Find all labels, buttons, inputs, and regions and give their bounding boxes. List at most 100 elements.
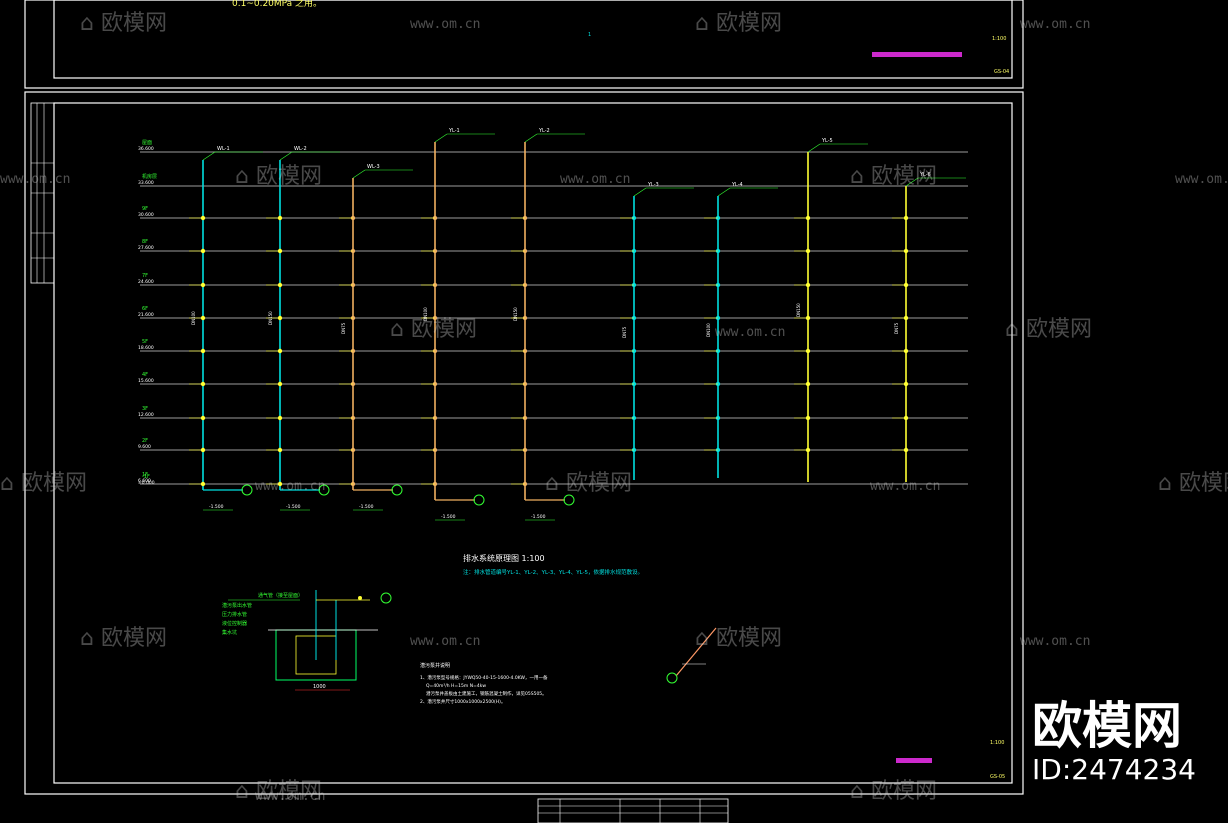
pit-note-2: Q=40m³/h H=15m N=4kw <box>426 683 486 689</box>
outlet-symbol <box>391 484 403 496</box>
watermark-url: www.om.cn <box>560 172 630 187</box>
outlet-elevation: -1.500 <box>531 514 546 520</box>
watermark-url: www.om.cn <box>410 634 480 649</box>
floor-elevation: 15.600 <box>138 378 154 384</box>
outlet-elevation: -1.500 <box>209 504 224 510</box>
system-title: 排水系统原理图 1:100 <box>463 553 545 563</box>
floor-label: 1F <box>142 472 148 478</box>
floor-elevation: 6.600 <box>138 478 151 484</box>
pipe-dn: DN75 <box>341 322 346 334</box>
outlet-symbol <box>241 484 253 496</box>
riser-label: WL-3 <box>367 164 380 170</box>
pipe-dn: DN150 <box>513 307 518 321</box>
outlet-symbol <box>318 484 330 496</box>
riser-label: YL-4 <box>731 182 743 188</box>
floor-label: 5F <box>142 339 148 345</box>
watermark-url: www.om.cn <box>1020 634 1090 649</box>
floor-label: -1F <box>142 474 150 480</box>
watermark-brand: ⌂ 欧模网 <box>545 471 632 496</box>
pit-detail: 1000 通气管（接至屋面） 潜污泵出水管 压力排水管 液位控制器 集水坑 <box>222 590 392 691</box>
pit-notes: 潜污泵井说明 1、潜污泵型号规格：JYWQ50-40-15-1600-4.0KW… <box>420 662 548 705</box>
pit-note-3: 潜污泵井盖板由土建施工，钢筋混凝土制作，详见05S505。 <box>426 690 547 697</box>
top-magenta-label <box>872 52 962 57</box>
watermark-brand: ⌂ 欧模网 <box>850 779 937 804</box>
riser-label: WL-1 <box>217 146 230 152</box>
floor-elevation: 21.600 <box>138 312 154 318</box>
pipe-dn: DN150 <box>268 311 273 325</box>
watermark-url: www.om.cn <box>410 17 480 32</box>
svg-text:1: 1 <box>588 32 591 38</box>
watermark-brand: ⌂ 欧模网 <box>1005 317 1092 342</box>
main-drawing-no: GS-05 <box>990 774 1005 780</box>
riser-label: YL-6 <box>919 172 931 178</box>
floor-label: 3F <box>142 406 148 412</box>
watermark-url: www.om.cn <box>1175 172 1228 187</box>
outlet-symbol <box>473 494 485 506</box>
watermark-brand: ⌂ 欧模网 <box>80 626 167 651</box>
watermarks: ⌂ 欧模网 ⌂ 欧模网 ⌂ 欧模网 ⌂ 欧模网 ⌂ 欧模网 ⌂ 欧模网 ⌂ 欧模网 ⌂ 欧模网… <box>0 11 1228 804</box>
outlet-elevation: -1.500 <box>359 504 374 510</box>
floor-elevation: 36.600 <box>138 146 154 152</box>
watermark-url: www.om.cn <box>1020 17 1090 32</box>
main-magenta-label <box>896 758 932 763</box>
risers: WL-1 -1.500 DN100 WL-2 -1.500 DN150 WL-3 -1.500… <box>189 128 966 521</box>
watermark-url: www.om.cn <box>0 172 70 187</box>
watermark-url: www.om.cn <box>870 479 940 494</box>
watermark-brand: ⌂ 欧模网 <box>390 317 477 342</box>
floor-elevation: 24.600 <box>138 279 154 285</box>
riser-label: YL-2 <box>538 128 550 134</box>
floor-elevation: 30.600 <box>138 212 154 218</box>
riser-label: YL-3 <box>647 182 659 188</box>
pipe-dn: DN75 <box>894 322 899 334</box>
watermark-brand: ⌂ 欧模网 <box>695 11 782 36</box>
watermark-brand: ⌂ 欧模网 <box>235 164 322 189</box>
pipe-dn: DN100 <box>423 307 428 321</box>
pipe-dn: DN100 <box>191 311 196 325</box>
watermark-brand: ⌂ 欧模网 <box>1158 471 1228 496</box>
watermark-brand: ⌂ 欧模网 <box>695 626 782 651</box>
pit-label-3: 液位控制器 <box>222 620 247 627</box>
outlet-elevation: -1.500 <box>441 514 456 520</box>
floor-elevation: 27.600 <box>138 245 154 251</box>
floor-label: 7F <box>142 273 148 279</box>
floor-elevation: ±0.000 <box>138 480 155 486</box>
brand-id: ID:2474234 <box>1032 753 1196 786</box>
floor-label: 2F <box>142 438 148 444</box>
floor-label: 9F <box>142 206 148 212</box>
main-sheet-frame: 1:100 GS-05 <box>24 91 1024 795</box>
watermark-url: www.om.cn <box>255 479 325 494</box>
floor-label: 机房层 <box>142 173 157 180</box>
floor-label: 8F <box>142 239 148 245</box>
watermark-brand: ⌂ 欧模网 <box>80 11 167 36</box>
floor-elevation: 33.600 <box>138 180 154 186</box>
pit-dim: 1000 <box>313 684 326 690</box>
watermark-brand: ⌂ 欧模网 <box>850 164 937 189</box>
pit-label-0: 通气管（接至屋面） <box>258 592 303 599</box>
pipe-dn: DN100 <box>706 323 711 337</box>
floor-elevation: 18.600 <box>138 345 154 351</box>
riser-label: WL-2 <box>294 146 307 152</box>
floor-label: 6F <box>142 306 148 312</box>
outlet-symbol <box>563 494 575 506</box>
pit-notes-title: 潜污泵井说明 <box>420 662 450 669</box>
pipe-dn: DN150 <box>796 303 801 317</box>
floor-elevation: 9.600 <box>138 444 151 450</box>
top-drawing-no: GS-04 <box>994 69 1009 75</box>
system-note: 注：排水管道编号YL-1、YL-2、YL-3、YL-4、YL-5，依据排水规范敷… <box>463 568 643 576</box>
upper-sheet: 0.1~0.20MPa 之用。 1:100 GS-04 1 <box>24 0 1024 89</box>
pit-note-1: 1、潜污泵型号规格：JYWQ50-40-15-1600-4.0KW，一用一备 <box>420 674 548 681</box>
watermark-url: www.om.cn <box>255 789 325 804</box>
pit-label-1: 潜污泵出水管 <box>222 602 252 609</box>
floor-label: 屋面 <box>142 140 152 146</box>
brand-big: 欧模网 <box>1032 697 1182 755</box>
riser-label: YL-1 <box>448 128 460 134</box>
top-scale: 1:100 <box>992 36 1006 42</box>
watermark-brand: ⌂ 欧模网 <box>0 471 87 496</box>
pit-label-2: 压力排水管 <box>222 611 247 618</box>
axonometric-detail <box>666 627 717 684</box>
pit-note-4: 2、潜污泵井尺寸1000x1000x2500(H)。 <box>420 698 505 705</box>
watermark-url: www.om.cn <box>715 325 785 340</box>
top-note: 0.1~0.20MPa 之用。 <box>232 0 322 9</box>
title-block <box>537 798 729 823</box>
